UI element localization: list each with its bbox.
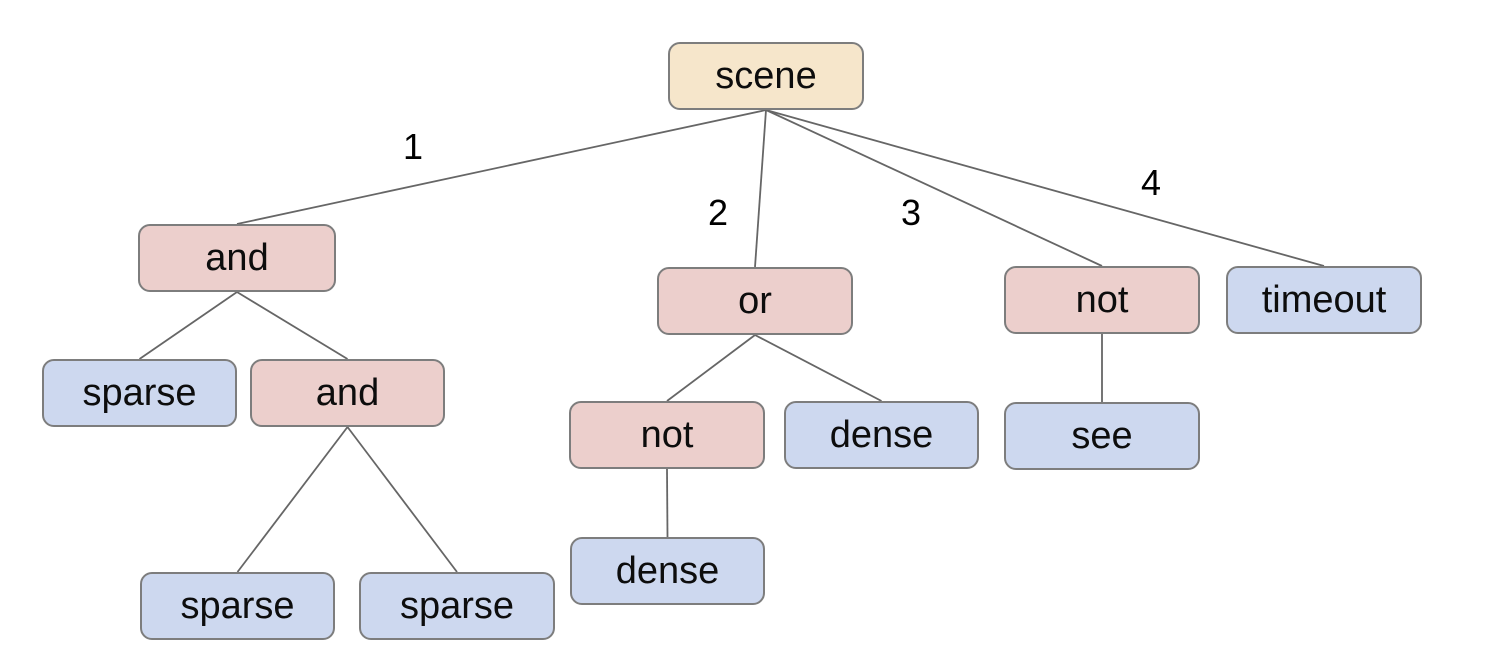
edge-scene-not2 bbox=[765, 109, 1103, 267]
node-dense1: dense bbox=[784, 401, 979, 469]
node-scene: scene bbox=[668, 42, 864, 110]
edge-and2-sparse2 bbox=[236, 426, 349, 573]
node-or: or bbox=[657, 267, 853, 335]
edge-not1-dense2 bbox=[666, 468, 669, 538]
edge-scene-and1 bbox=[236, 109, 767, 225]
node-sparse1: sparse bbox=[42, 359, 237, 427]
node-sparse2: sparse bbox=[140, 572, 335, 640]
edge-and2-sparse3 bbox=[346, 426, 458, 573]
node-dense2: dense bbox=[570, 537, 765, 605]
node-sparse3: sparse bbox=[359, 572, 555, 640]
edge-scene-timeout bbox=[765, 109, 1325, 267]
edge-or-not1 bbox=[666, 334, 756, 402]
node-and1: and bbox=[138, 224, 336, 292]
edge-label-4: 4 bbox=[1140, 162, 1162, 203]
edge-and1-sparse1 bbox=[138, 291, 238, 360]
node-timeout: timeout bbox=[1226, 266, 1422, 334]
edge-and1-and2 bbox=[236, 291, 348, 360]
node-and2: and bbox=[250, 359, 445, 427]
edge-label-2: 2 bbox=[707, 192, 729, 233]
edge-label-1: 1 bbox=[402, 126, 424, 167]
node-not1: not bbox=[569, 401, 765, 469]
edge-label-3: 3 bbox=[900, 192, 922, 233]
node-see: see bbox=[1004, 402, 1200, 470]
node-not2: not bbox=[1004, 266, 1200, 334]
edge-or-dense1 bbox=[754, 334, 882, 402]
edge-scene-or bbox=[754, 109, 767, 268]
